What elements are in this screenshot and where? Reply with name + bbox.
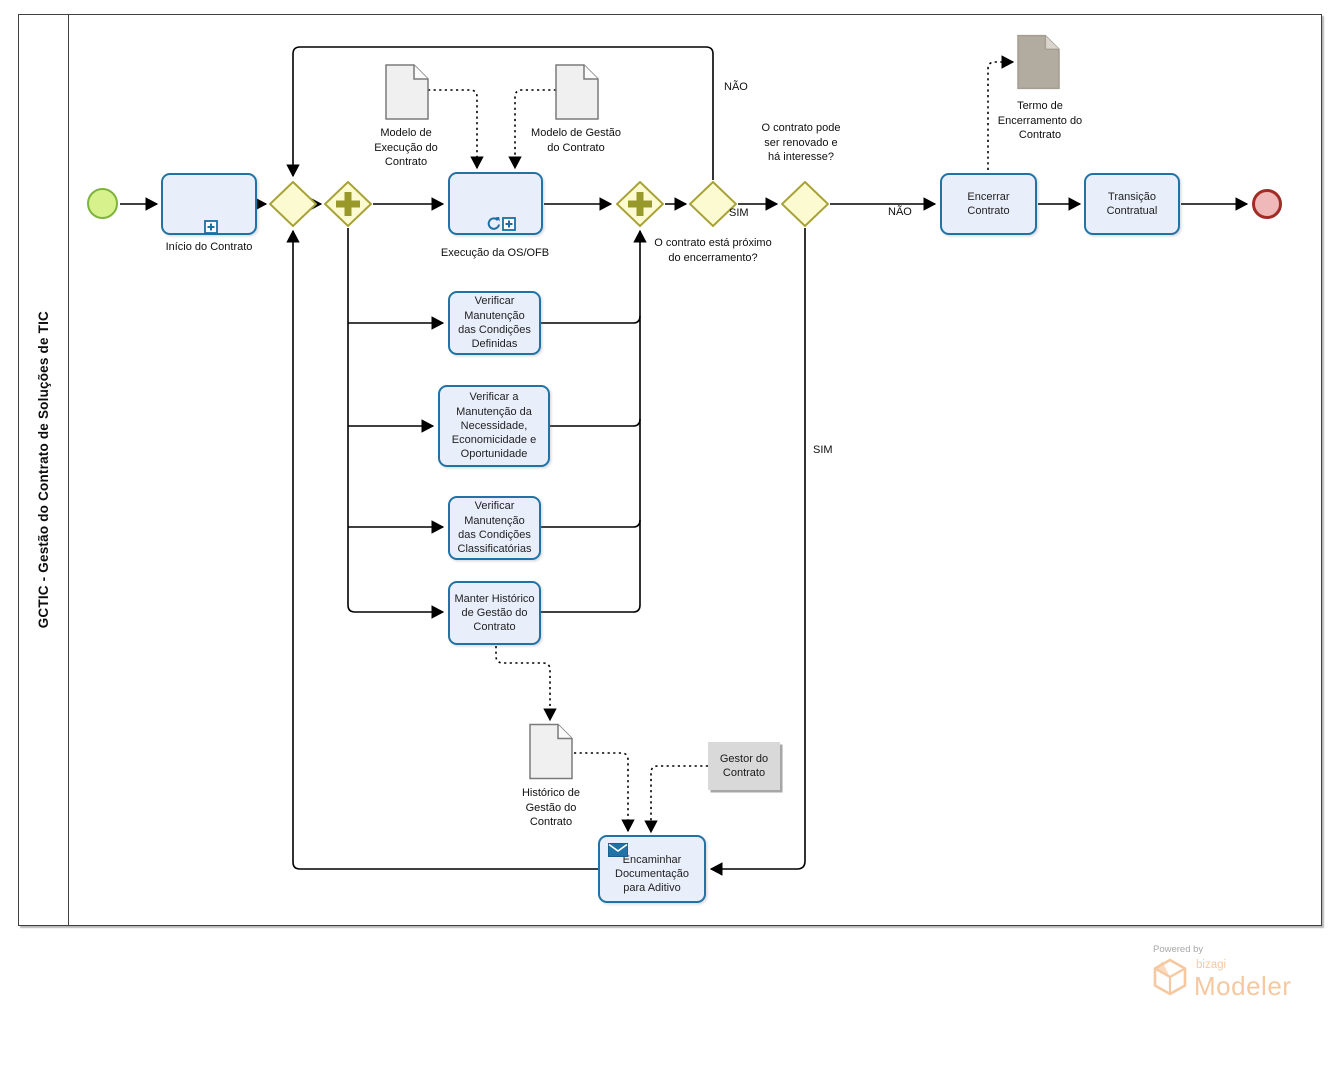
bizagi-brand-text: bizagi xyxy=(1196,959,1227,971)
lane-header: GCTIC - Gestão do Contrato de Soluções d… xyxy=(19,15,69,925)
label-modelo-execucao: Modelo de Execução do Contrato xyxy=(374,127,438,169)
task-label: Verificar a Manutenção da Necessidade, E… xyxy=(451,391,537,461)
task-verificar-necessidade[interactable]: Verificar a Manutenção da Necessidade, E… xyxy=(438,385,550,467)
annotation-gestor-contrato[interactable]: Gestor do Contrato xyxy=(708,742,780,790)
task-execucao-os-ofb[interactable] xyxy=(448,172,543,235)
flow-label-sim-renovado: SIM xyxy=(813,444,833,456)
annotation-label: Gestor do Contrato xyxy=(719,752,769,779)
label-modelo-gestao: Modelo de Gestão do Contrato xyxy=(531,127,621,154)
label-historico: Histórico de Gestão do Contrato xyxy=(521,787,581,829)
document-modelo-gestao-icon[interactable] xyxy=(555,64,599,125)
task-label: Verificar Manutenção das Condições Class… xyxy=(457,500,532,556)
flow-label-nao-renovado: NÃO xyxy=(888,206,912,218)
gateway-merge-1[interactable] xyxy=(268,180,318,232)
task-verificar-condicoes-definidas[interactable]: Verificar Manutenção das Condições Defin… xyxy=(448,291,541,355)
gateway-proximo-encerramento[interactable] xyxy=(688,180,738,232)
label-inicio: Início do Contrato xyxy=(165,241,253,253)
flow-label-nao-loop: NÃO xyxy=(724,81,748,93)
document-historico-icon[interactable] xyxy=(529,723,573,785)
task-label: Encerrar Contrato xyxy=(967,190,1010,217)
task-manter-historico[interactable]: Manter Histórico de Gestão do Contrato xyxy=(448,581,541,645)
subprocess-plus-icon xyxy=(204,220,218,234)
label-execucao: Execução da OS/OFB xyxy=(440,247,550,259)
task-label: Encaminhar Documentação para Aditivo xyxy=(615,853,689,895)
task-label: Transição Contratual xyxy=(1106,190,1158,217)
powered-by-text: Powered by xyxy=(1153,944,1204,955)
parallel-plus-icon xyxy=(336,192,360,216)
bizagi-footer: Powered by bizagi Modeler xyxy=(1153,944,1291,999)
end-event[interactable] xyxy=(1252,189,1282,219)
loop-icon xyxy=(487,217,500,230)
task-transicao-contratual[interactable]: Transição Contratual xyxy=(1084,173,1180,235)
label-termo-encerramento: Termo de Encerramento do Contrato xyxy=(997,100,1083,142)
gateway-parallel-split[interactable] xyxy=(323,180,373,232)
label-gw-renovado: O contrato pode ser renovado e há intere… xyxy=(761,122,841,164)
task-encaminhar-documentacao[interactable]: Encaminhar Documentação para Aditivo xyxy=(598,835,706,903)
message-envelope-icon xyxy=(608,843,628,857)
label-gw-proximo: O contrato está próximo do encerramento? xyxy=(654,237,772,264)
document-modelo-execucao-icon[interactable] xyxy=(385,64,429,125)
parallel-plus-icon xyxy=(628,192,652,216)
process-pool: GCTIC - Gestão do Contrato de Soluções d… xyxy=(18,14,1322,926)
subprocess-plus-icon xyxy=(502,217,516,231)
start-event[interactable] xyxy=(87,188,118,219)
task-verificar-classificatorias[interactable]: Verificar Manutenção das Condições Class… xyxy=(448,496,541,560)
gateway-pode-ser-renovado[interactable] xyxy=(780,180,830,232)
lane-title: GCTIC - Gestão do Contrato de Soluções d… xyxy=(36,311,51,629)
task-label: Verificar Manutenção das Condições Defin… xyxy=(458,295,531,351)
task-encerrar-contrato[interactable]: Encerrar Contrato xyxy=(940,173,1037,235)
gateway-parallel-join[interactable] xyxy=(615,180,665,232)
task-label: Manter Histórico de Gestão do Contrato xyxy=(454,592,535,634)
task-inicio-do-contrato[interactable] xyxy=(161,173,257,235)
flow-label-sim-proximo: SIM xyxy=(729,207,749,219)
modeler-product-text: Modeler xyxy=(1194,970,1292,1001)
document-termo-encerramento-icon[interactable] xyxy=(1017,34,1060,95)
bizagi-box-icon xyxy=(1153,958,1187,996)
